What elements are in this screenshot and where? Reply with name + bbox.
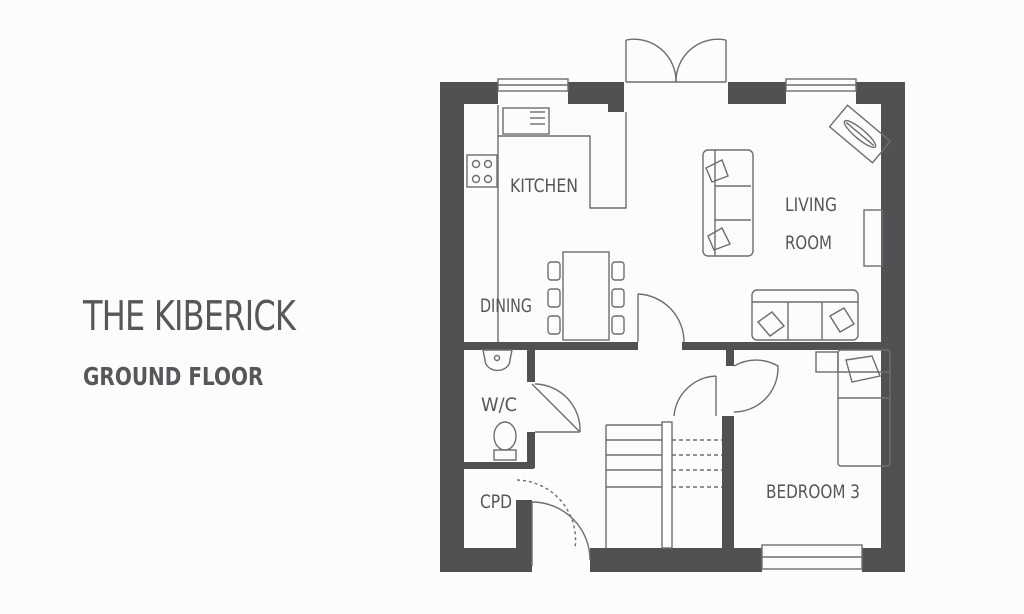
wall-mid-right bbox=[682, 342, 884, 350]
wall-mid-left bbox=[462, 342, 638, 350]
sofa-horizontal bbox=[751, 289, 859, 341]
label-room: ROOM bbox=[785, 232, 832, 254]
tv-unit bbox=[863, 209, 883, 267]
wall-top-1 bbox=[440, 82, 498, 104]
toilet bbox=[493, 421, 517, 451]
french-door-left-swing bbox=[625, 38, 677, 83]
wall-wc-bottom bbox=[527, 432, 535, 468]
sofa-vertical bbox=[702, 149, 754, 257]
label-dining: DINING bbox=[480, 295, 532, 317]
label-bedroom-3: BEDROOM 3 bbox=[766, 481, 860, 503]
label-living: LIVING bbox=[785, 194, 837, 216]
bed bbox=[837, 349, 891, 467]
wc-basin bbox=[482, 349, 513, 372]
french-door-right-swing bbox=[675, 38, 727, 83]
label-kitchen: KITCHEN bbox=[510, 175, 578, 197]
label-wc: W/C bbox=[481, 394, 517, 416]
wall-bedroom bbox=[722, 416, 734, 550]
door-wc-leaf bbox=[531, 383, 581, 433]
wall-wc-top bbox=[527, 342, 535, 382]
dining-table bbox=[562, 251, 610, 341]
wall-top-2-return bbox=[608, 82, 624, 112]
coffee-table bbox=[828, 104, 892, 164]
wall-cpd bbox=[516, 500, 532, 550]
room-labels: KITCHEN LIVING ROOM DINING W/C CPD BEDRO… bbox=[480, 175, 860, 513]
wall-right bbox=[881, 82, 905, 572]
wall-bedroom-stub bbox=[726, 342, 734, 366]
wall-top-4 bbox=[856, 82, 905, 104]
wall-wc-floor bbox=[462, 462, 534, 469]
plan-subtitle: GROUND FLOOR bbox=[83, 362, 264, 391]
wall-bottom-3 bbox=[862, 548, 905, 572]
stair-newel bbox=[661, 421, 673, 549]
bedside-table bbox=[815, 351, 839, 373]
plan-title: THE KIBERICK bbox=[83, 292, 296, 340]
walls bbox=[440, 82, 905, 572]
fixtures bbox=[466, 38, 892, 570]
hob bbox=[466, 154, 498, 188]
wall-bottom-1 bbox=[440, 548, 532, 572]
sink bbox=[502, 107, 550, 135]
label-cpd: CPD bbox=[480, 491, 512, 513]
wall-left bbox=[440, 82, 464, 572]
wall-bottom-2 bbox=[590, 548, 762, 572]
wall-top-3 bbox=[728, 82, 786, 104]
